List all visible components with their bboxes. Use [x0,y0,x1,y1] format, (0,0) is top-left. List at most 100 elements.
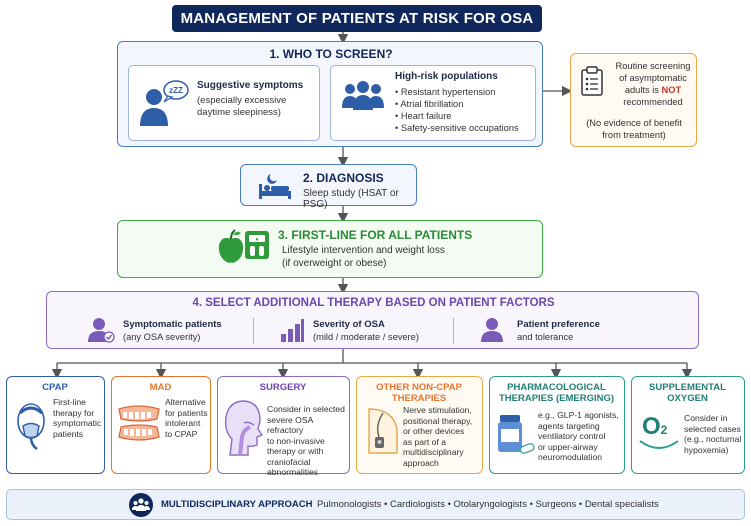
therapy-pharmacological: PHARMACOLOGICAL THERAPIES (EMERGING) e.g… [489,376,625,474]
factor-severity-sub: (mild / moderate / severe) [313,332,419,342]
suggestive-symptoms-text-1: (especially excessive [197,95,287,106]
therapy-mad-line: for patients [165,407,208,418]
note-line-3-text: adults is [624,85,662,95]
person-icon [481,318,503,342]
therapy-oxygen-line: hypoxemia) [684,444,729,455]
therapy-pharma-line: neuromodulation [538,452,603,462]
list-item: Atrial fibrillation [395,98,519,110]
therapy-other-line: Nerve stimulation, [403,405,472,415]
list-item: Resistant hypertension [395,86,519,98]
therapy-cpap: CPAP First-line therapy for symptomatic … [6,376,105,474]
zzz-text: zZZ [169,86,183,95]
bed-moon-icon [259,174,291,199]
note-line-2: of asymptomatic [619,73,687,83]
airway-head-icon [224,400,264,456]
bar-chart-icon [281,319,304,342]
factor-preference-sub: and tolerance [517,332,574,342]
therapy-other-title-1: OTHER NON-CPAP [376,382,462,393]
note-not-emphasis: NOT [661,85,682,95]
multidisciplinary-bar: MULTIDISCIPLINARY APPROACH Pulmonologist… [6,489,745,520]
therapy-other-title-2: THERAPIES [391,393,447,404]
therapy-cpap-line: patients [53,428,84,439]
bottom-specialists: Pulmonologists • Cardiologists • Otolary… [317,499,659,510]
step-3-first-line: ♦ 3. FIRST-LINE FOR ALL PATIENTS Lifesty… [117,220,543,278]
apple-icon [218,229,244,263]
step-3-heading: 3. FIRST-LINE FOR ALL PATIENTS [278,228,473,242]
therapy-mad-line: intolerant [165,418,201,428]
step-4-heading: 4. SELECT ADDITIONAL THERAPY BASED ON PA… [192,297,555,309]
step-3-text-1: Lifestyle intervention and weight loss [282,245,445,256]
oxygen-symbol: O2 [642,413,667,441]
step-3-text-2: (if overweight or obese) [282,258,387,269]
therapy-surgery-title: SURGERY [259,382,307,393]
list-item: Heart failure [395,110,519,122]
therapy-surgery-line: to non-invasive [267,435,325,446]
therapy-surgery-line: severe OSA refractory [267,414,313,436]
therapy-pharma-title-2: THERAPIES (EMERGING) [498,393,615,404]
oxygen-o: O [642,413,661,440]
therapy-mad-line: to CPAP [165,428,198,439]
therapy-oxygen-line: (e.g., nocturnal [684,434,742,444]
team-icon [129,493,153,517]
high-risk-populations-card: High-risk populations Resistant hyperten… [330,65,536,141]
note-sub-2: from treatment) [602,130,666,140]
high-risk-populations-title: High-risk populations [395,71,498,82]
list-item: Safety-sensitive occupations [395,122,519,134]
therapy-pharma-line: ventilatory control [538,431,606,441]
step-2-text: Sleep study (HSAT or PSG) [303,188,399,210]
divider [253,318,254,344]
step-1-heading: 1. WHO TO SCREEN? [269,47,393,61]
step-1-who-to-screen: 1. WHO TO SCREEN? zZZ Suggestive symptom… [117,41,543,147]
suggestive-symptoms-text-2: daytime sleepiness) [197,107,281,118]
therapy-oxygen-title-2: OXYGEN [667,393,708,404]
note-line-4: recommended [623,97,683,107]
therapy-other-line: positional therapy, [403,415,473,426]
oxygen-cannula-icon: O2 [638,413,680,453]
therapy-cpap-line: symptomatic [53,418,102,428]
step-2-heading: 2. DIAGNOSIS [303,171,384,185]
therapy-surgery: SURGERY Consider in selected severe OSA … [217,376,350,477]
suggestive-symptoms-card: zZZ Suggestive symptoms (especially exce… [128,65,320,141]
therapy-pharma-line: e.g., GLP-1 agonists, [538,410,619,420]
note-line-1: Routine screening [615,61,691,71]
person-check-icon [88,318,115,343]
suggestive-symptoms-title: Suggestive symptoms [197,80,304,91]
nerve-stimulator-icon [368,408,398,454]
therapy-pharma-line: agents targeting [538,420,600,431]
therapy-oxygen-line: selected cases [684,423,741,434]
divider [453,318,454,344]
therapy-cpap-title: CPAP [42,382,68,393]
scale-icon: ♦ [245,231,269,259]
therapy-other-line: as part of a [403,436,446,447]
step-4-select-therapy: 4. SELECT ADDITIONAL THERAPY BASED ON PA… [46,291,699,349]
therapy-other-line: multidisciplinary [403,447,464,457]
therapy-oxygen-line: Consider in [684,413,728,423]
note-line-3: adults is NOT [609,84,697,96]
svg-text:♦: ♦ [255,237,258,243]
therapy-pharma-title-1: PHARMACOLOGICAL [507,382,606,393]
step-2-diagnosis: 2. DIAGNOSIS Sleep study (HSAT or PSG) [240,164,417,210]
therapy-surgery-line: therapy or with [267,446,324,456]
bottom-title: MULTIDISCIPLINARY APPROACH [161,499,313,510]
page-title: MANAGEMENT OF PATIENTS AT RISK FOR OSA [172,5,542,32]
cpap-mask-icon [17,403,45,451]
group-icon [342,81,384,110]
therapy-mad: MAD Alternative for patients intolerant … [111,376,211,474]
therapy-mad-line: Alternative [165,397,206,407]
therapy-pharma-line: or upper-airway [538,441,598,452]
therapy-cpap-line: therapy for [53,407,95,418]
therapy-oxygen-title-1: SUPPLEMENTAL [649,382,726,393]
therapy-other-line: approach [403,457,439,468]
therapy-other-line: or other devices [403,426,465,436]
therapy-surgery-line: craniofacial [267,456,311,467]
factor-severity-title: Severity of OSA [313,319,385,330]
therapy-surgery-line: Consider in selected [267,404,345,414]
therapy-cpap-line: First-line [53,397,86,407]
screening-note: Routine screening of asymptomatic adults… [570,53,697,147]
therapy-mad-title: MAD [149,382,172,393]
oxygen-subscript: 2 [660,423,668,437]
therapy-surgery-line: abnormalities [267,467,319,477]
therapy-other-non-cpap: OTHER NON-CPAP THERAPIES Nerve stimulati… [356,376,483,474]
high-risk-populations-list: Resistant hypertension Atrial fibrillati… [395,86,519,134]
factor-preference-title: Patient preference [517,319,600,330]
